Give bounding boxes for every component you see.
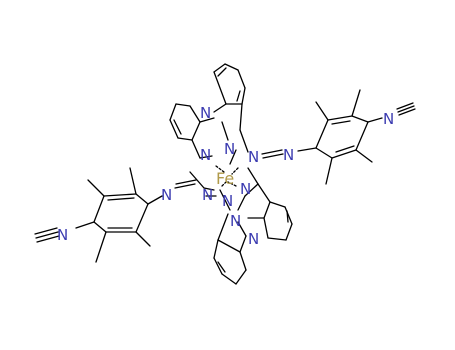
nitrogen-label: N xyxy=(57,226,68,244)
nitrogen-label: N xyxy=(240,180,251,198)
nitrogen-label: N xyxy=(224,140,235,158)
nitrogen-label: N xyxy=(283,146,294,164)
benzo-ring-left xyxy=(169,103,201,141)
iron-coordination xyxy=(215,165,239,187)
nitrogen-label: N xyxy=(248,230,259,248)
nitrogen-label: N xyxy=(202,186,213,204)
nitrogen-label: N xyxy=(200,104,211,122)
isocyanide-ligand-left xyxy=(34,167,197,263)
molecule-structure: N N N N N N N N N N N N N Fe xyxy=(34,63,416,285)
benzo-ring-top xyxy=(213,63,246,105)
iron-label: Fe xyxy=(216,169,234,188)
benzo-ring-bottom xyxy=(213,239,247,285)
nitrogen-label: N xyxy=(200,146,211,164)
nitrogen-label: N xyxy=(230,212,241,230)
nitrogen-label: N xyxy=(383,110,394,128)
isocyanide-ligand-right xyxy=(261,89,416,185)
atom-labels: N N N N N N N N N N N N N Fe xyxy=(57,104,394,248)
nitrogen-label: N xyxy=(161,186,172,204)
benzo-ring-right xyxy=(263,201,293,241)
nitrogen-label: N xyxy=(222,192,233,210)
macrocycle-core xyxy=(189,103,271,253)
nitrogen-label: N xyxy=(248,148,259,166)
